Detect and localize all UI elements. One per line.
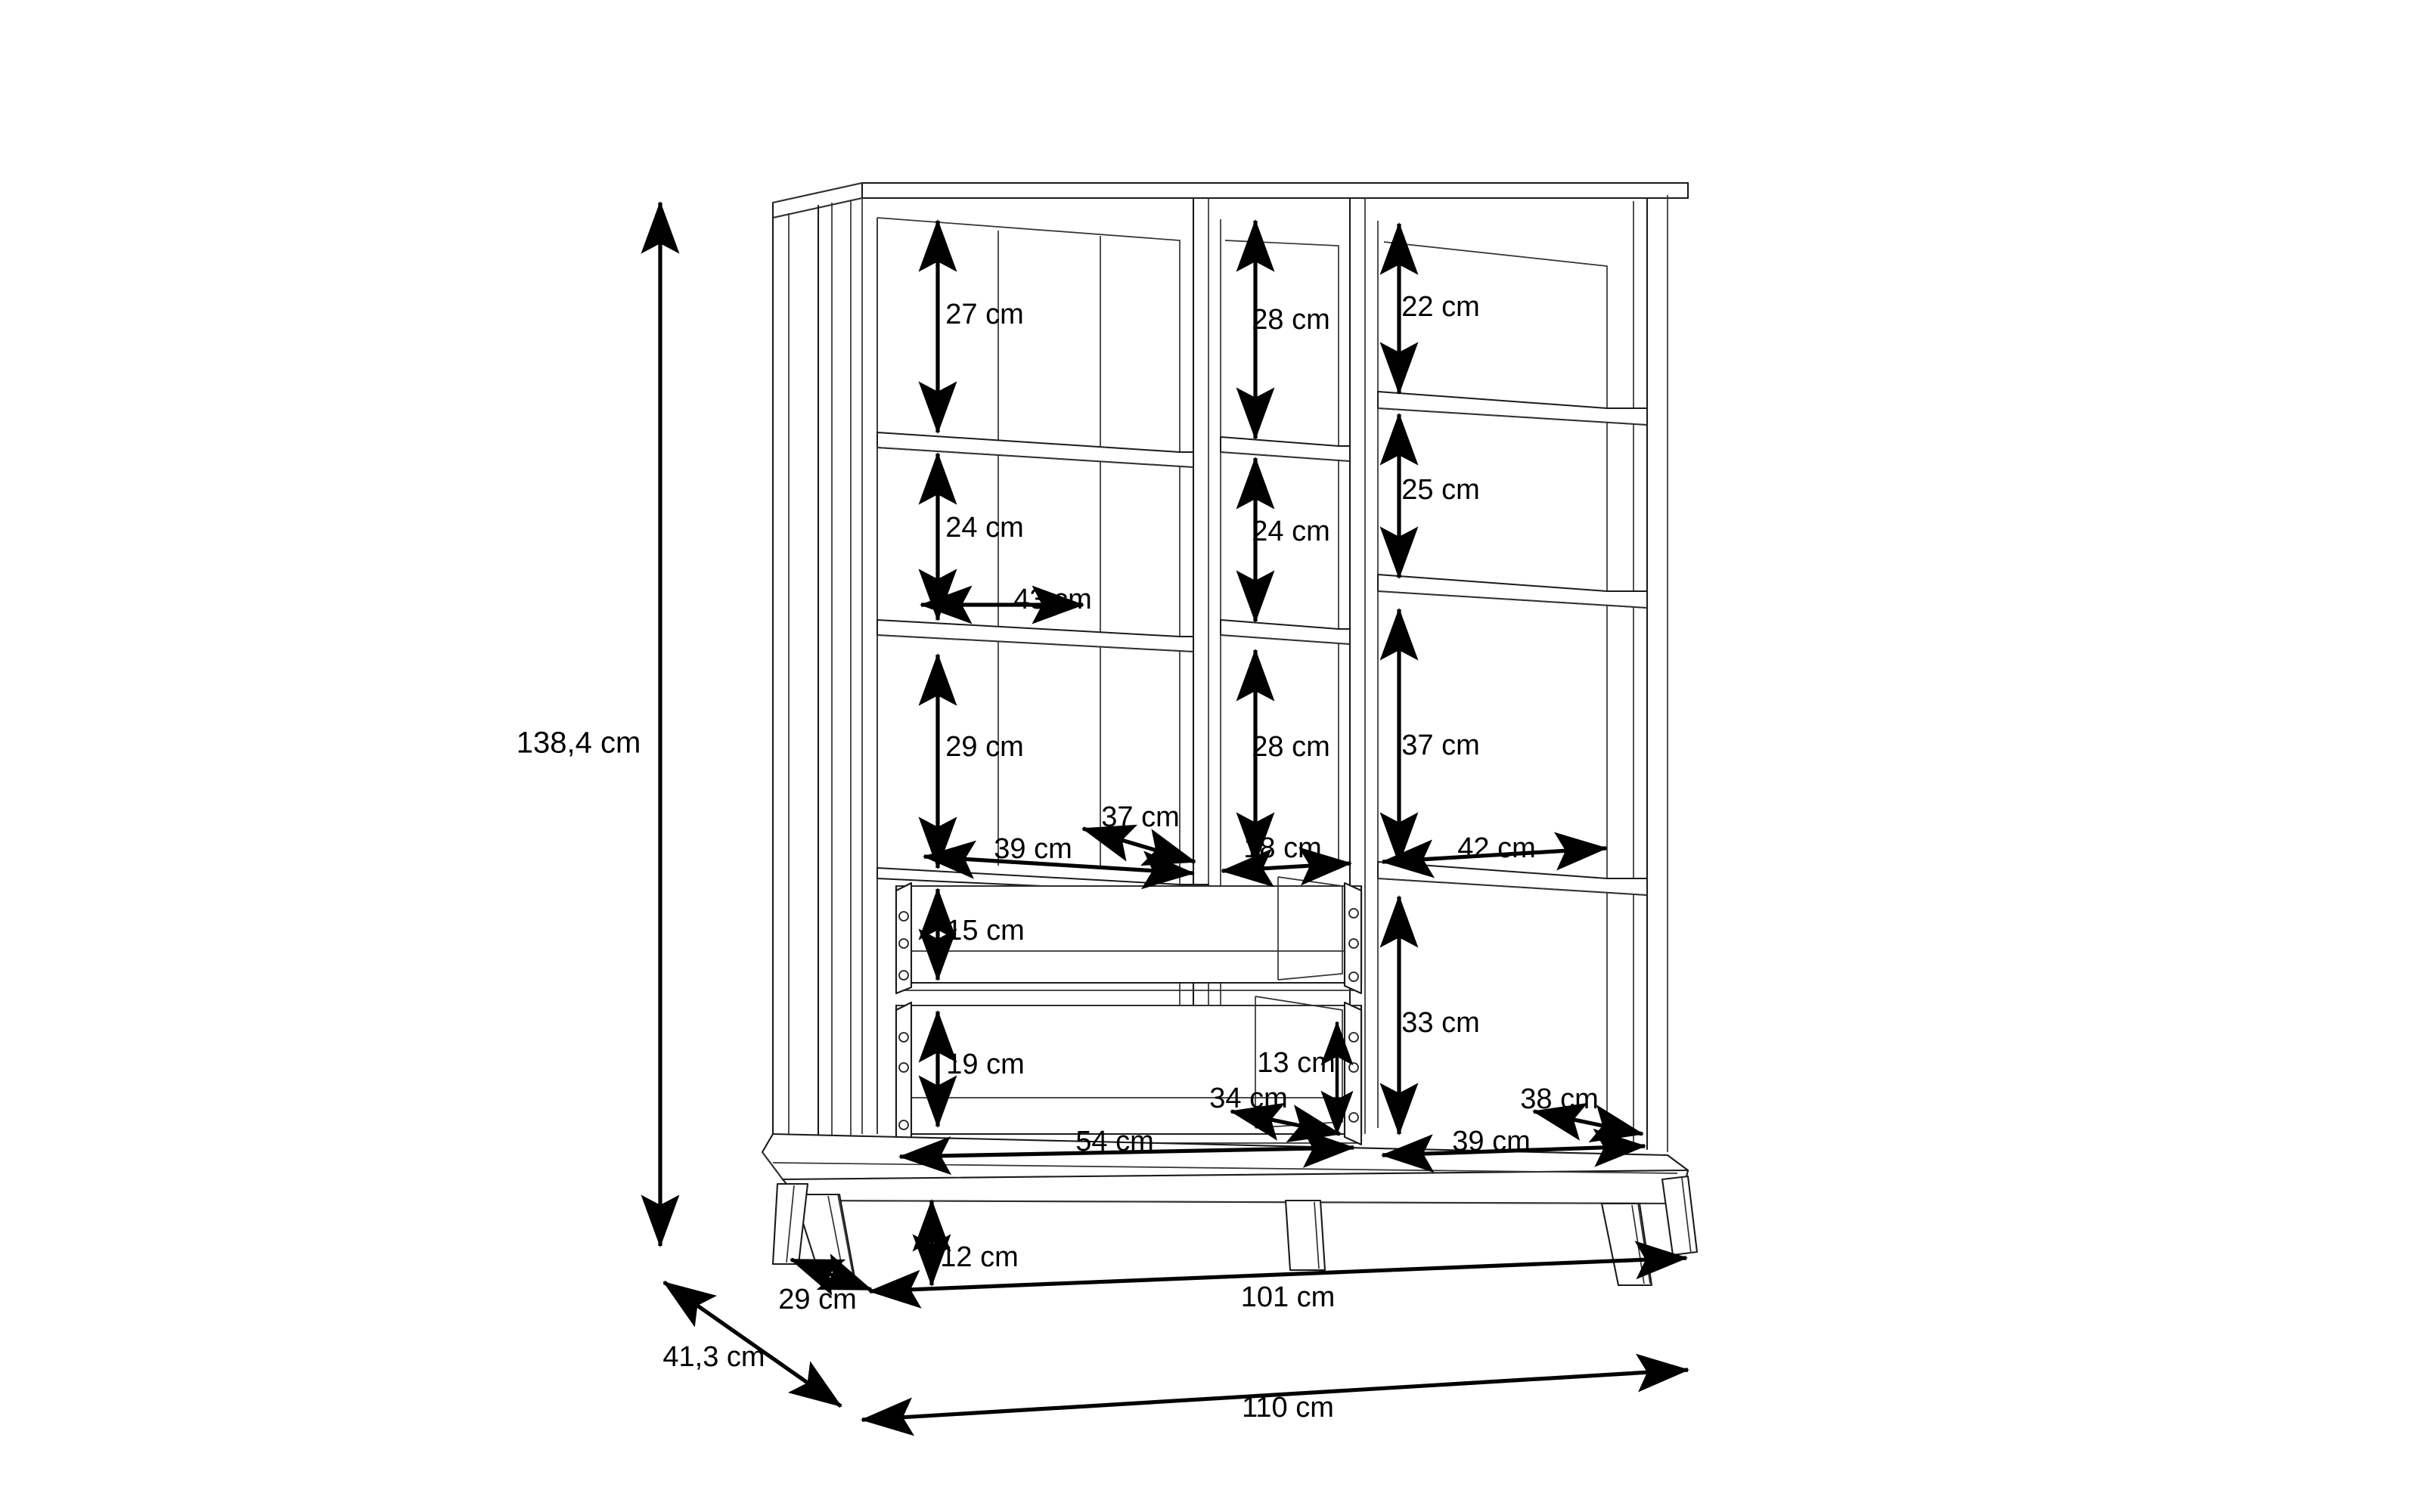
dimension-label-h-29: 29 cm <box>945 731 1023 763</box>
shelf-right-1 <box>1377 391 1648 426</box>
dim-arrow-101 <box>867 1241 1689 1309</box>
dimension-label-h-25: 25 cm <box>1401 474 1479 506</box>
dimension-label-d-413: 41,3 cm <box>662 1341 765 1373</box>
dim-arrow-39-left <box>922 840 1196 890</box>
dimension-label-h-27: 27 cm <box>945 299 1023 330</box>
dimension-label-w-101: 101 cm <box>1241 1281 1336 1313</box>
dimension-label-h-28t: 28 cm <box>1252 304 1329 336</box>
bottom-plinth <box>761 1132 1689 1205</box>
leg-back-right <box>1661 1175 1699 1256</box>
dim-arrow-42 <box>1380 832 1609 878</box>
dimension-labels: 27 cm 24 cm 29 cm 43 cm 39 cm 37 cm 28 cm 24 cm… <box>517 291 1599 1424</box>
dimension-label-w-39r: 39 cm <box>1452 1126 1530 1157</box>
leg-front-right <box>1600 1202 1653 1287</box>
dimension-arrows <box>641 200 1690 1436</box>
shelf-center-2 <box>1220 619 1351 645</box>
dimension-label-h-13: 13 cm <box>1257 1047 1335 1079</box>
dimension-label-h-28b: 28 cm <box>1252 731 1329 763</box>
shelf-right-2 <box>1377 574 1648 609</box>
dim-arrow-110 <box>860 1353 1690 1436</box>
dim-arrow-29-leg <box>790 1253 873 1296</box>
dim-arrow-41-3 <box>662 1280 842 1408</box>
dimension-label-w-43: 43 cm <box>1013 584 1091 615</box>
dimension-label-h-24l: 24 cm <box>945 512 1023 544</box>
shelf-center-1 <box>1220 436 1351 462</box>
dimension-label-w-54: 54 cm <box>1075 1126 1153 1157</box>
leg-back-left <box>771 1182 809 1266</box>
dimension-label-h-1384: 138,4 cm <box>517 727 641 760</box>
dimension-label-w-110: 110 cm <box>1242 1392 1334 1424</box>
shelf-left-1 <box>876 432 1194 468</box>
dimension-label-w-42: 42 cm <box>1457 832 1535 864</box>
cabinet-body <box>761 181 1699 1287</box>
dimension-label-h-15: 15 cm <box>946 915 1024 947</box>
dimension-label-w-39l: 39 cm <box>994 833 1072 865</box>
dimension-label-d-37: 37 cm <box>1101 801 1179 833</box>
dimension-label-h-22: 22 cm <box>1401 291 1479 323</box>
dim-arrow-37-depth <box>1081 824 1196 866</box>
top-panel <box>771 181 1689 219</box>
dimension-label-w-18: 18 cm <box>1243 832 1321 864</box>
dimension-label-h-33: 33 cm <box>1401 1007 1479 1039</box>
dim-arrow-39-right <box>1380 1128 1647 1173</box>
left-side-panel <box>771 200 852 1157</box>
leg-front-center <box>1284 1199 1326 1272</box>
dim-arrow-54 <box>898 1129 1356 1176</box>
dimension-label-h-37: 37 cm <box>1401 730 1479 761</box>
dimension-label-d-38: 38 cm <box>1520 1083 1598 1115</box>
dimension-label-d-34: 34 cm <box>1209 1083 1287 1114</box>
shelf-left-2 <box>876 619 1194 652</box>
dimension-label-h-24c: 24 cm <box>1252 516 1329 547</box>
dimension-label-h-19: 19 cm <box>946 1049 1024 1080</box>
dim-arrow-18 <box>1220 847 1353 888</box>
dimension-label-h-12: 12 cm <box>940 1241 1018 1273</box>
dimension-label-d-29: 29 cm <box>778 1284 856 1315</box>
